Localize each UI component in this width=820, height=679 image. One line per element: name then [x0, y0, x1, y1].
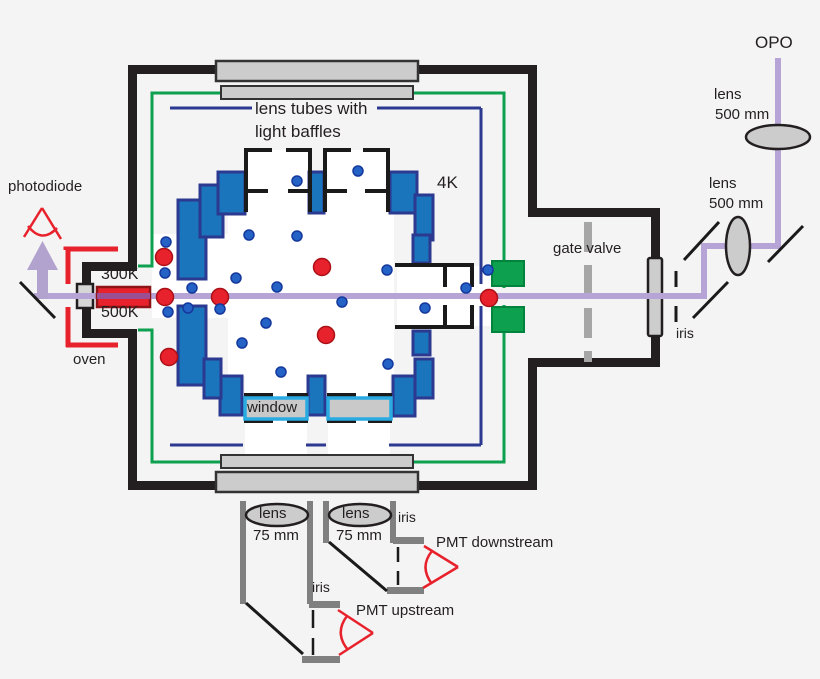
photodiode-label: photodiode	[8, 178, 83, 195]
red-atoms	[154, 247, 499, 367]
blue-atom-dot	[230, 272, 242, 284]
opo-label: OPO	[755, 33, 793, 52]
green-shield-outline	[138, 91, 506, 464]
blue-atom-dot	[236, 337, 248, 349]
red-atom-dot	[155, 287, 175, 307]
shield-4k-label: 4K	[437, 173, 458, 192]
red-atom-dot	[316, 325, 336, 345]
iris-right-label: iris	[676, 325, 694, 341]
red-atom-dot	[159, 347, 179, 367]
oven-label: oven	[73, 351, 106, 368]
pmt-downstream-icon	[422, 544, 459, 590]
pmt-downstream-label: PMT downstream	[436, 534, 554, 551]
temp-300k-label: 300K	[101, 266, 139, 283]
oven-heat-shield-bracket	[63, 246, 118, 348]
pmt-upstream-label: PMT upstream	[356, 602, 455, 619]
blue-atom-dot	[186, 282, 198, 294]
blue-atom-dot	[482, 264, 494, 276]
blue-atom-dot	[159, 267, 171, 279]
beam-through-oven	[97, 293, 150, 299]
lens-75mm-downstream	[327, 502, 393, 528]
flange-bars	[214, 59, 420, 494]
blue-atom-dot	[162, 306, 174, 318]
lens-75-upstream-label: lens	[259, 505, 287, 522]
lens-500mm-horizontal	[724, 215, 752, 277]
lens-75mm-upstream	[244, 502, 310, 528]
green-mount-lower	[491, 306, 525, 333]
lens-tube-baffles	[244, 148, 474, 423]
blue-atoms	[159, 165, 494, 378]
focal-500-lower-label: 500 mm	[709, 195, 764, 212]
photodiode-mirror	[18, 280, 57, 320]
blue-atom-dot	[243, 229, 255, 241]
pmt-lens-tubes	[240, 501, 459, 663]
cryo-shield-blocks	[176, 170, 435, 418]
lens-tubes-label-line2: light baffles	[255, 122, 341, 141]
lens-tubes-label-line1: lens tubes with	[255, 99, 368, 118]
green-mount-upper	[491, 260, 525, 287]
window-label: window	[247, 399, 298, 416]
temp-500k-label: 500K	[101, 304, 139, 321]
blue-atom-dot	[291, 175, 303, 187]
red-atom-dot	[154, 247, 174, 267]
steering-mirrors	[682, 220, 805, 320]
photodiode-icon	[22, 207, 63, 240]
red-atom-dot	[479, 288, 499, 308]
iris-downstream-label: iris	[398, 509, 416, 525]
blue-atom-dot	[260, 317, 272, 329]
window-right	[326, 396, 393, 421]
red-atom-dot	[210, 287, 230, 307]
iris-upstream-label: iris	[312, 579, 330, 595]
blue-atom-dot	[460, 282, 472, 294]
blue-atom-dot	[336, 296, 348, 308]
blue-atom-dot	[271, 281, 283, 293]
fluorescence-arrow	[27, 241, 58, 299]
blue-atom-dot	[352, 165, 364, 177]
lens-500-upper-label: lens	[714, 86, 742, 103]
lens-500mm-vertical	[744, 123, 812, 151]
red-atom-dot	[312, 257, 332, 277]
blue-atom-dot	[381, 264, 393, 276]
blue-atom-dot	[214, 303, 226, 315]
pmt-upstream-icon	[337, 608, 374, 657]
blue-atom-dot	[182, 302, 194, 314]
blue-atom-dot	[419, 302, 431, 314]
blue-atom-dot	[275, 366, 287, 378]
blue-atom-dot	[291, 230, 303, 242]
lens-500-lower-label: lens	[709, 175, 737, 192]
blue-atom-dot	[160, 236, 172, 248]
gate-valve-label: gate valve	[553, 240, 622, 257]
window-left	[243, 396, 309, 421]
focal-75-downstream-label: 75 mm	[336, 527, 382, 544]
focal-75-upstream-label: 75 mm	[253, 527, 299, 544]
focal-500-upper-label: 500 mm	[715, 106, 770, 123]
blue-atom-dot	[382, 358, 394, 370]
lens-75-downstream-label: lens	[342, 505, 370, 522]
navy-4k-shield-outline	[170, 106, 483, 447]
